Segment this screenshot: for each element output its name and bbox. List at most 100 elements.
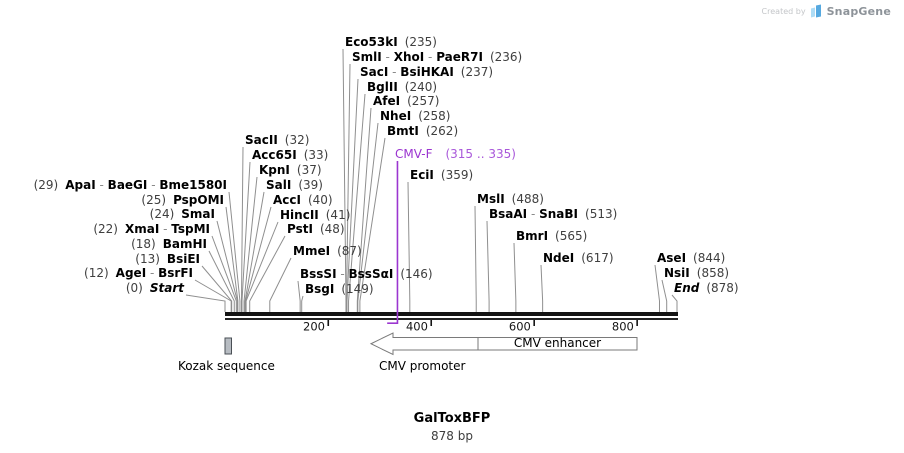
feature-label-cmv-promoter[interactable]: CMV promoter bbox=[379, 359, 466, 373]
enzyme-name: Start bbox=[149, 281, 184, 295]
site-leader-line bbox=[346, 78, 359, 312]
plasmid-size: 878 bp bbox=[431, 429, 473, 443]
site-leader-line bbox=[654, 264, 660, 312]
snapgene-logo-icon bbox=[810, 4, 822, 18]
site-label-ecii[interactable]: EciI(359) bbox=[410, 169, 473, 182]
created-by-text: Created by bbox=[761, 7, 806, 16]
site-name-separator: - bbox=[527, 207, 540, 221]
site-label-smai[interactable]: (24)SmaI bbox=[150, 208, 215, 221]
site-label-asei[interactable]: AseI (844) bbox=[657, 252, 725, 265]
site-label-agei[interactable]: (12)AgeI - BsrFI bbox=[84, 267, 193, 280]
enzyme-name: PspOMI bbox=[173, 193, 224, 207]
site-name-separator: - bbox=[95, 178, 108, 192]
site-label-bmti[interactable]: BmtI (262) bbox=[387, 125, 458, 138]
enzyme-name: EciI bbox=[410, 168, 434, 182]
site-leader-line bbox=[345, 63, 351, 312]
site-label-acci[interactable]: AccI (40) bbox=[273, 194, 333, 207]
site-label-mmei[interactable]: MmeI(87) bbox=[293, 245, 362, 258]
feature-label-kozak-sequence[interactable]: Kozak sequence bbox=[178, 359, 275, 373]
site-label-eco53ki[interactable]: Eco53kI(235) bbox=[345, 36, 437, 49]
feature-label-cmv-enhancer[interactable]: CMV enhancer bbox=[513, 336, 602, 350]
site-label-afei[interactable]: AfeI(257) bbox=[373, 95, 439, 108]
site-position: (236) bbox=[489, 50, 523, 64]
enzyme-name: BglII bbox=[367, 80, 398, 94]
site-position: (262) bbox=[425, 124, 459, 138]
site-leader-line bbox=[241, 161, 251, 312]
site-label-bsgi[interactable]: BsgI(149) bbox=[305, 283, 374, 296]
site-label-pspomi[interactable]: (25)PspOMI bbox=[141, 194, 224, 207]
snapgene-brand-name: SnapGene bbox=[826, 5, 891, 18]
site-leader-line bbox=[228, 191, 241, 312]
enzyme-name: Eco53kI bbox=[345, 35, 398, 49]
site-label-bsiei[interactable]: (13)BsiEI bbox=[135, 253, 200, 266]
site-label-acc65i[interactable]: Acc65I(33) bbox=[252, 149, 328, 162]
primer-name: CMV-F bbox=[395, 147, 433, 161]
site-name-separator: - bbox=[336, 267, 349, 281]
site-position: (257) bbox=[407, 94, 440, 108]
site-leader-line bbox=[348, 93, 366, 312]
site-position: (617) bbox=[581, 251, 614, 265]
site-label-kpni[interactable]: KpnI (37) bbox=[259, 164, 322, 177]
site-label-start[interactable]: (0) Start bbox=[126, 282, 184, 295]
site-position: (146) bbox=[400, 267, 433, 281]
enzyme-name: BmtI bbox=[387, 124, 419, 138]
site-leader-line bbox=[240, 146, 244, 312]
site-leader-line bbox=[216, 220, 238, 312]
site-position: (22) bbox=[93, 222, 118, 236]
site-position: (0) bbox=[125, 281, 143, 295]
site-name-separator: - bbox=[424, 50, 437, 64]
site-label-bmri[interactable]: BmrI(565) bbox=[516, 230, 587, 243]
axis-tick-label: 200 bbox=[303, 320, 325, 334]
site-label-nhei[interactable]: NheI(258) bbox=[380, 110, 450, 123]
kozak-box[interactable] bbox=[224, 337, 232, 355]
feature-arrow-cmv[interactable] bbox=[369, 332, 638, 356]
axis-tick bbox=[636, 320, 638, 326]
axis-line-thick bbox=[225, 312, 678, 316]
site-label-sali[interactable]: SalI(39) bbox=[266, 179, 323, 192]
site-label-bsssi[interactable]: BssSI - BssSαI (146) bbox=[300, 268, 433, 281]
axis-tick-label: 400 bbox=[406, 320, 428, 334]
enzyme-name: BssSI bbox=[300, 267, 337, 281]
site-leader-line bbox=[245, 221, 279, 312]
site-label-nsii[interactable]: NsiI(858) bbox=[664, 267, 729, 280]
site-leader-line bbox=[194, 279, 232, 312]
site-position: (844) bbox=[693, 251, 726, 265]
site-label-sacii[interactable]: SacII(32) bbox=[245, 134, 309, 147]
enzyme-name: PstI bbox=[287, 222, 313, 236]
enzyme-name: KpnI bbox=[259, 163, 290, 177]
site-leader-line bbox=[486, 220, 490, 312]
site-label-psti[interactable]: PstI(48) bbox=[287, 223, 345, 236]
enzyme-name: Bme1580I bbox=[159, 178, 227, 192]
site-position: (32) bbox=[284, 133, 310, 147]
enzyme-name: AseI bbox=[657, 251, 687, 265]
enzyme-name: End bbox=[674, 281, 700, 295]
enzyme-name: AccI bbox=[273, 193, 301, 207]
site-label-apai[interactable]: (29)ApaI - BaeGI - Bme1580I bbox=[34, 179, 227, 192]
site-label-bsaai[interactable]: BsaAI - SnaBI(513) bbox=[489, 208, 617, 221]
site-label-saci[interactable]: SacI - BsiHKAI(237) bbox=[360, 66, 493, 79]
site-label-end[interactable]: End(878) bbox=[674, 282, 739, 295]
site-leader-line bbox=[671, 294, 678, 312]
site-position: (18) bbox=[131, 237, 156, 251]
enzyme-name: NdeI bbox=[543, 251, 575, 265]
site-label-msli[interactable]: MslI(488) bbox=[477, 193, 544, 206]
site-label-bglii[interactable]: BglII (240) bbox=[367, 81, 437, 94]
site-label-ndei[interactable]: NdeI (617) bbox=[543, 252, 614, 265]
primer-label-cmv-f[interactable]: CMV-F(315 .. 335) bbox=[395, 148, 516, 161]
site-label-smli[interactable]: SmlI - XhoI - PaeR7I(236) bbox=[352, 51, 522, 64]
enzyme-name: BsgI bbox=[305, 282, 335, 296]
site-name-separator: - bbox=[159, 222, 172, 236]
site-label-hincii[interactable]: HincII(41) bbox=[280, 209, 350, 222]
enzyme-name: ApaI bbox=[65, 178, 96, 192]
enzyme-name: BsrFI bbox=[158, 266, 193, 280]
site-label-bamhi[interactable]: (18)BamHI bbox=[131, 238, 207, 251]
site-leader-line bbox=[244, 191, 265, 312]
site-position: (29) bbox=[33, 178, 59, 192]
site-position: (565) bbox=[555, 229, 588, 243]
enzyme-name: BssSαI bbox=[348, 267, 394, 281]
site-position: (40) bbox=[307, 193, 333, 207]
site-position: (37) bbox=[296, 163, 322, 177]
site-label-xmai[interactable]: (22)XmaI - TspMI bbox=[93, 223, 210, 236]
site-position: (240) bbox=[404, 80, 438, 94]
enzyme-name: NheI bbox=[380, 109, 412, 123]
